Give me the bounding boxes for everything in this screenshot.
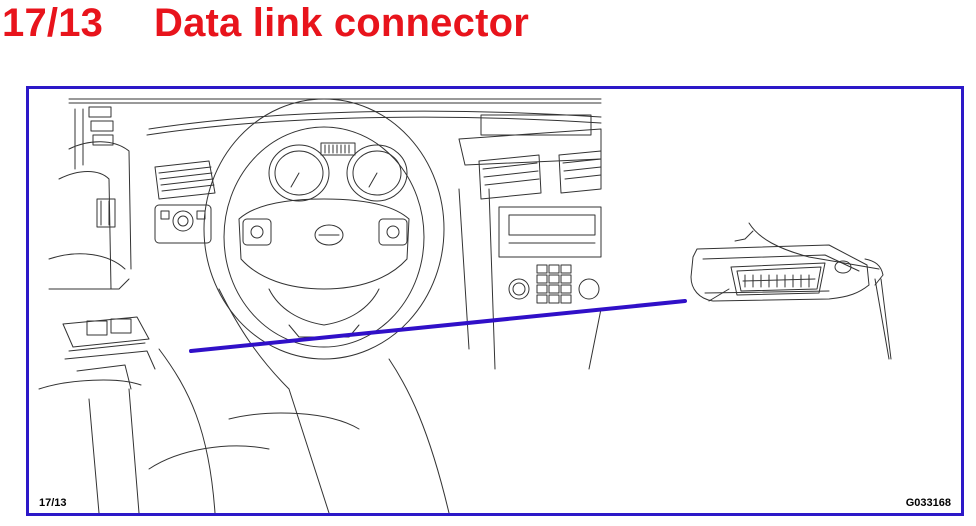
steering-wheel-icon <box>203 98 445 360</box>
page-title-text: Data link connector <box>154 1 529 45</box>
instrument-cluster-icon <box>268 142 408 202</box>
data-link-connector-icon <box>690 222 892 360</box>
figure-id: G033168 <box>905 497 951 509</box>
window-switch-panel <box>38 316 156 513</box>
page-number: 17/13 <box>2 1 104 45</box>
figure-page-ref: 17/13 <box>39 497 67 509</box>
centre-console-icon <box>458 114 602 370</box>
dashboard-drawing <box>38 98 602 513</box>
page-title: 17/13 Data link connector <box>0 0 529 46</box>
illustration-frame: 17/13 G033168 <box>26 86 964 516</box>
leader-line <box>189 299 687 353</box>
left-air-vent-icon <box>154 160 216 200</box>
keypad-icon <box>536 264 572 304</box>
light-switch-icon <box>154 204 212 244</box>
dashboard-illustration <box>38 98 892 513</box>
